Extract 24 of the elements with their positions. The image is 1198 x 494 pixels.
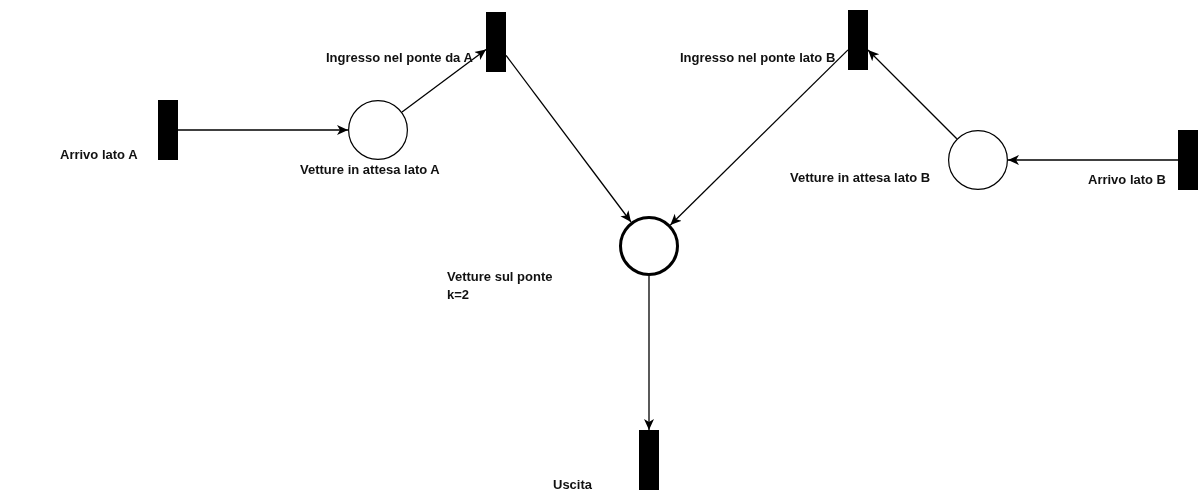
transition-bar [158,100,178,160]
place-circle [948,130,1008,190]
node-label: Ingresso nel ponte da A [326,50,473,66]
arrow [401,48,487,113]
node-label: Arrivo lato B [1088,172,1166,188]
arrow [505,54,632,223]
place-circle [619,216,679,276]
transition-bar [486,12,506,72]
node-label: Vetture in attesa lato B [790,170,931,186]
node-label: Arrivo lato A [60,147,138,163]
arrow [177,125,349,135]
node-label: k=2 [447,287,470,303]
node-label: Uscita [553,477,593,493]
arrow [1007,155,1179,165]
arrow [669,49,849,226]
arrow [644,275,654,431]
arrow [867,49,958,140]
node-label: Ingresso nel ponte lato B [680,50,836,66]
place-circle [348,100,408,160]
transition-bar [848,10,868,70]
transition-bar [639,430,659,490]
node-label: Vetture sul ponte [447,269,553,285]
transition-bar [1178,130,1198,190]
node-label: Vetture in attesa lato A [300,162,440,178]
